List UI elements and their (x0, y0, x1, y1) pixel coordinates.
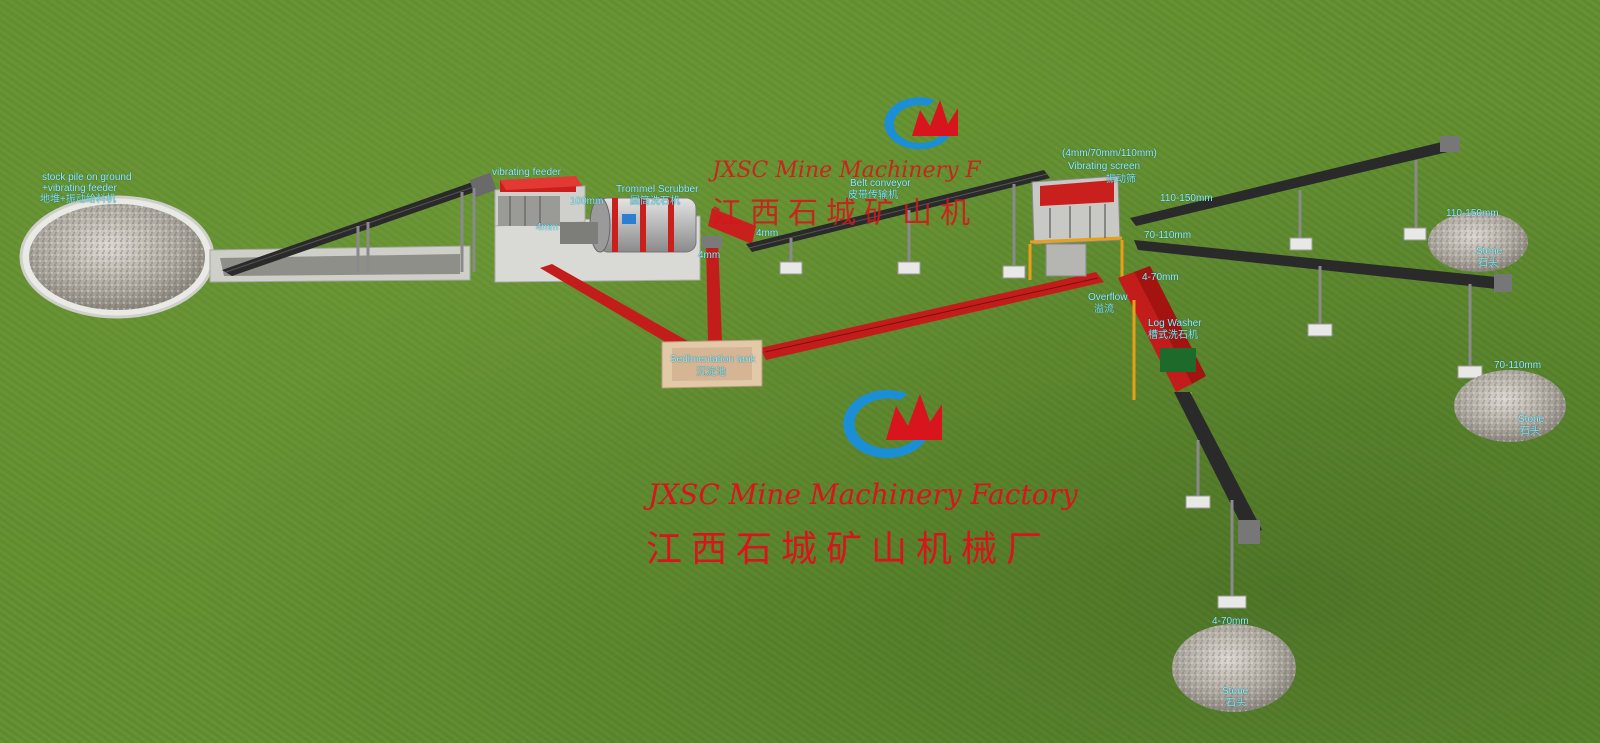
label-size-70-110: 70-110mm (1144, 230, 1192, 241)
trommel-scrubber (560, 197, 697, 253)
label-vibrating-feeder: vibrating feeder (492, 167, 561, 178)
label-pile-70-110-cn: 石头 (1520, 426, 1540, 437)
label-tank-cn: 沉淀池 (696, 367, 726, 378)
label-pile-110-150-cn: 石头 (1478, 258, 1498, 269)
label-belt-cn: 皮带传输机 (848, 190, 898, 201)
jxsc-logo-main (843, 389, 942, 458)
vibrating-screen-tower (1028, 175, 1124, 280)
brand-watermark-top-cn: 江西石城矿山机 (712, 196, 978, 231)
log-washer (1118, 266, 1206, 408)
slurry-chutes (540, 208, 1104, 360)
label-stockpile-en: stock pile on ground (42, 172, 132, 183)
belt-conveyor-feed (222, 172, 497, 276)
stockpile-70-110 (1454, 370, 1566, 442)
label-size-110-150: 110-150mm (1160, 193, 1213, 204)
label-size-4mm-b: 4mm (756, 228, 779, 239)
label-trommel-en: Trommel Scrubber (616, 184, 699, 195)
label-screen-sizes: (4mm/70mm/110mm) (1062, 148, 1157, 159)
label-pile-70-110-en: Stone (1518, 414, 1545, 425)
label-pile-4-70-en: Stone (1222, 686, 1249, 697)
label-pile-110-150-size: 110-150mm (1446, 208, 1499, 219)
brand-name-cn: 江西石城矿山机械厂 (646, 529, 1052, 570)
stockpile-110-150 (1428, 212, 1528, 272)
label-tank-en: Sedimentation tank (670, 354, 756, 365)
brand-watermark-top-en: JXSC Mine Machinery F (712, 158, 981, 183)
stockpile-ground (19, 195, 215, 319)
stockpile-4-70 (1172, 624, 1296, 712)
label-pile-110-150-en: Stone (1476, 246, 1503, 257)
belt-conveyor-main (746, 170, 1050, 279)
label-pile-4-70-cn: 石头 (1226, 698, 1246, 709)
label-stockpile-cn: 地堆+振动给料机 (40, 194, 116, 205)
label-belt-en: Belt conveyor (850, 178, 911, 189)
label-size-4mm-a: 4mm (536, 222, 559, 233)
belt-conveyor-70-110 (1134, 240, 1512, 379)
label-overflow-cn: 溢流 (1094, 304, 1114, 315)
label-size-4-70: 4-70mm (1142, 272, 1179, 283)
jxsc-logo-top (884, 97, 958, 150)
belt-conveyor-110-150 (1130, 136, 1460, 251)
label-pile-70-110-size: 70-110mm (1494, 360, 1542, 371)
label-log-washer-cn: 槽式洗石机 (1148, 330, 1198, 341)
label-screen-cn: 振动筛 (1106, 174, 1136, 185)
label-screen-en: Vibrating screen (1068, 161, 1141, 172)
label-overflow-en: Overflow (1088, 292, 1128, 303)
label-pile-4-70-size: 4-70mm (1212, 616, 1249, 627)
sedimentation-tank (661, 339, 763, 389)
label-log-washer-en: Log Washer (1148, 318, 1202, 329)
belt-conveyor-4-70 (1174, 392, 1262, 609)
label-size-4mm-c: 4mm (698, 250, 721, 261)
label-size-100mm: 100mm (570, 196, 604, 207)
label-stockpile-en2: +vibrating feeder (42, 183, 117, 194)
brand-name-en: JXSC Mine Machinery Factory (648, 478, 1078, 511)
label-trommel-cn: 圆筒洗石机 (630, 196, 680, 207)
